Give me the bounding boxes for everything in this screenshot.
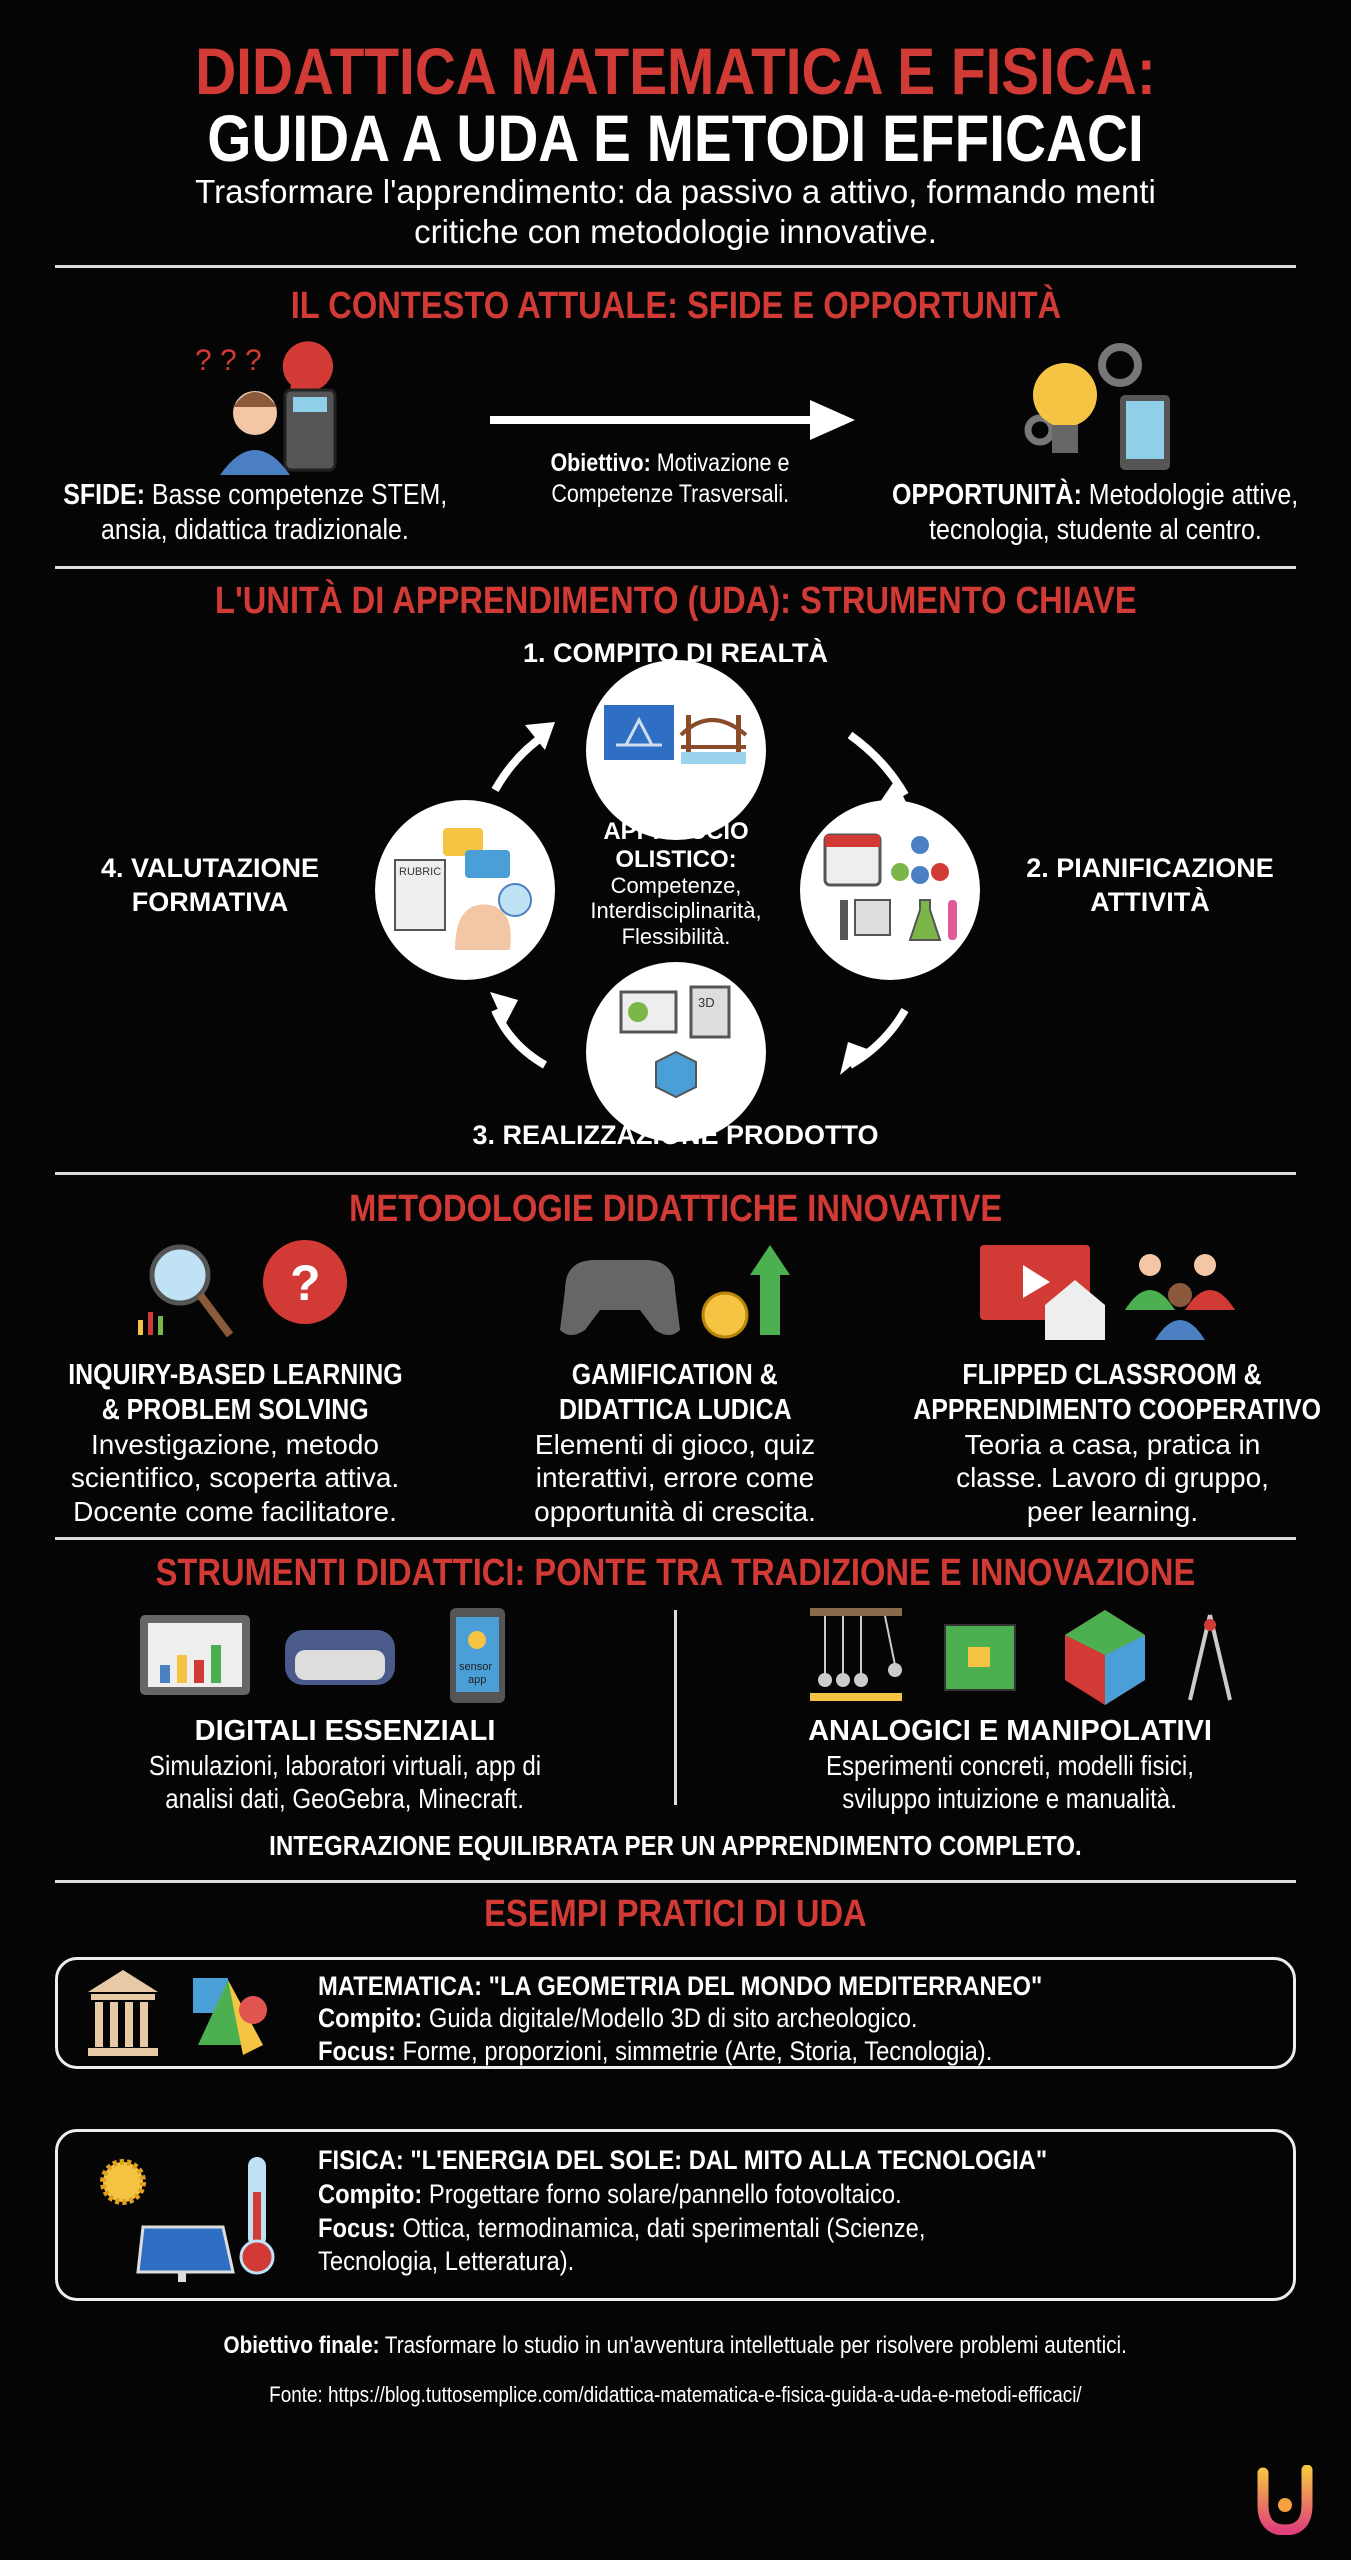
section-heading-examples: ESEMPI PRATICI DI UDA bbox=[484, 1893, 867, 1935]
subtitle: Trasformare l'apprendimento: da passivo … bbox=[195, 173, 1156, 250]
temple-geometry-icon bbox=[88, 1970, 267, 2056]
analog-tools-icons bbox=[810, 1608, 1232, 1705]
tuttosemplice-logo bbox=[1257, 2465, 1313, 2535]
divider bbox=[55, 265, 1296, 268]
step-4-circle: RUBRIC bbox=[375, 800, 555, 980]
lightbulb-gears-tablet-icon bbox=[1024, 343, 1170, 470]
presentation-3d-model-icon: 3D bbox=[619, 985, 731, 1099]
opportunities-text: OPPORTUNITÀ: Metodologie attive,tecnolog… bbox=[891, 479, 1299, 546]
section-heading-context: IL CONTESTO ATTUALE: SFIDE E OPPORTUNITÀ bbox=[290, 285, 1061, 327]
step-1-circle bbox=[586, 660, 766, 840]
example-title: MATEMATICA: "LA GEOMETRIA DEL MONDO MEDI… bbox=[318, 1971, 1043, 2001]
planning-calendar-team-lab-icon bbox=[823, 833, 957, 941]
step-3-label: 3. REALIZZAZIONE PRODOTTO bbox=[472, 1120, 879, 1150]
final-goal: Obiettivo finale: Trasformare lo studio … bbox=[223, 2332, 1128, 2359]
example-task: Compito: Guida digitale/Modello 3D di si… bbox=[318, 2003, 918, 2034]
blueprint-bridge-icon bbox=[604, 705, 748, 764]
divider bbox=[55, 1537, 1296, 1540]
example-title: FISICA: "L'ENERGIA DEL SOLE: DAL MITO AL… bbox=[318, 2145, 1048, 2175]
svg-text:sensor: sensor bbox=[459, 1661, 492, 1673]
example-focus: Focus: Forme, proporzioni, simmetrie (Ar… bbox=[318, 2035, 993, 2066]
gamepad-coin-arrow-icon bbox=[560, 1245, 790, 1339]
divider bbox=[55, 1880, 1296, 1883]
step-3-circle: 3D bbox=[586, 962, 766, 1142]
section-heading-uda: L'UNITÀ DI APPRENDIMENTO (UDA): STRUMENT… bbox=[214, 580, 1137, 622]
title-line-2: GUIDA A UDA E METODI EFFICACI bbox=[207, 101, 1144, 175]
svg-text:?: ? bbox=[290, 1255, 321, 1311]
section-heading-tools: STRUMENTI DIDATTICI: PONTE TRA TRADIZION… bbox=[155, 1552, 1196, 1594]
source-link[interactable]: Fonte: https://blog.tuttosemplice.com/di… bbox=[269, 2382, 1082, 2407]
svg-text:3D: 3D bbox=[698, 995, 715, 1010]
example-task: Compito: Progettare forno solare/pannell… bbox=[318, 2178, 902, 2209]
method-gamification: GAMIFICATION &DIDATTICA LUDICA Elementi … bbox=[534, 1359, 816, 1527]
example-card-physics: FISICA: "L'ENERGIA DEL SOLE: DAL MITO AL… bbox=[55, 2129, 1296, 2301]
divider bbox=[55, 1172, 1296, 1175]
svg-text:app: app bbox=[468, 1674, 486, 1686]
method-inquiry: INQUIRY-BASED LEARNING& PROBLEM SOLVING … bbox=[67, 1359, 403, 1527]
arrow-right-icon bbox=[490, 400, 855, 440]
challenges-text: SFIDE: Basse competenze STEM,ansia, dida… bbox=[63, 479, 447, 546]
video-home-group-icon bbox=[980, 1245, 1235, 1340]
example-card-math: MATEMATICA: "LA GEOMETRIA DEL MONDO MEDI… bbox=[55, 1957, 1296, 2069]
vertical-divider bbox=[674, 1610, 677, 1805]
stressed-student-icon: ? ? ? bbox=[195, 341, 337, 475]
rubric-feedback-icon: RUBRIC bbox=[394, 828, 532, 950]
divider bbox=[55, 566, 1296, 569]
integration-statement: INTEGRAZIONE EQUILIBRATA PER UN APPRENDI… bbox=[269, 1830, 1082, 1861]
method-flipped-classroom: FLIPPED CLASSROOM &APPRENDIMENTO COOPERA… bbox=[913, 1359, 1322, 1527]
svg-text:RUBRIC: RUBRIC bbox=[399, 866, 441, 878]
section-heading-methods: METODOLOGIE DIDATTICHE INNOVATIVE bbox=[348, 1188, 1003, 1230]
title-line-1: DIDATTICA MATEMATICA E FISICA: bbox=[195, 34, 1156, 108]
magnifier-question-icon: ? bbox=[138, 1240, 347, 1338]
sun-solar-panel-thermometer-icon bbox=[100, 2157, 275, 2282]
step-2-circle bbox=[800, 800, 980, 980]
example-focus: Focus: Ottica, termodinamica, dati speri… bbox=[318, 2212, 926, 2277]
svg-text:? ? ?: ? ? ? bbox=[195, 344, 262, 377]
